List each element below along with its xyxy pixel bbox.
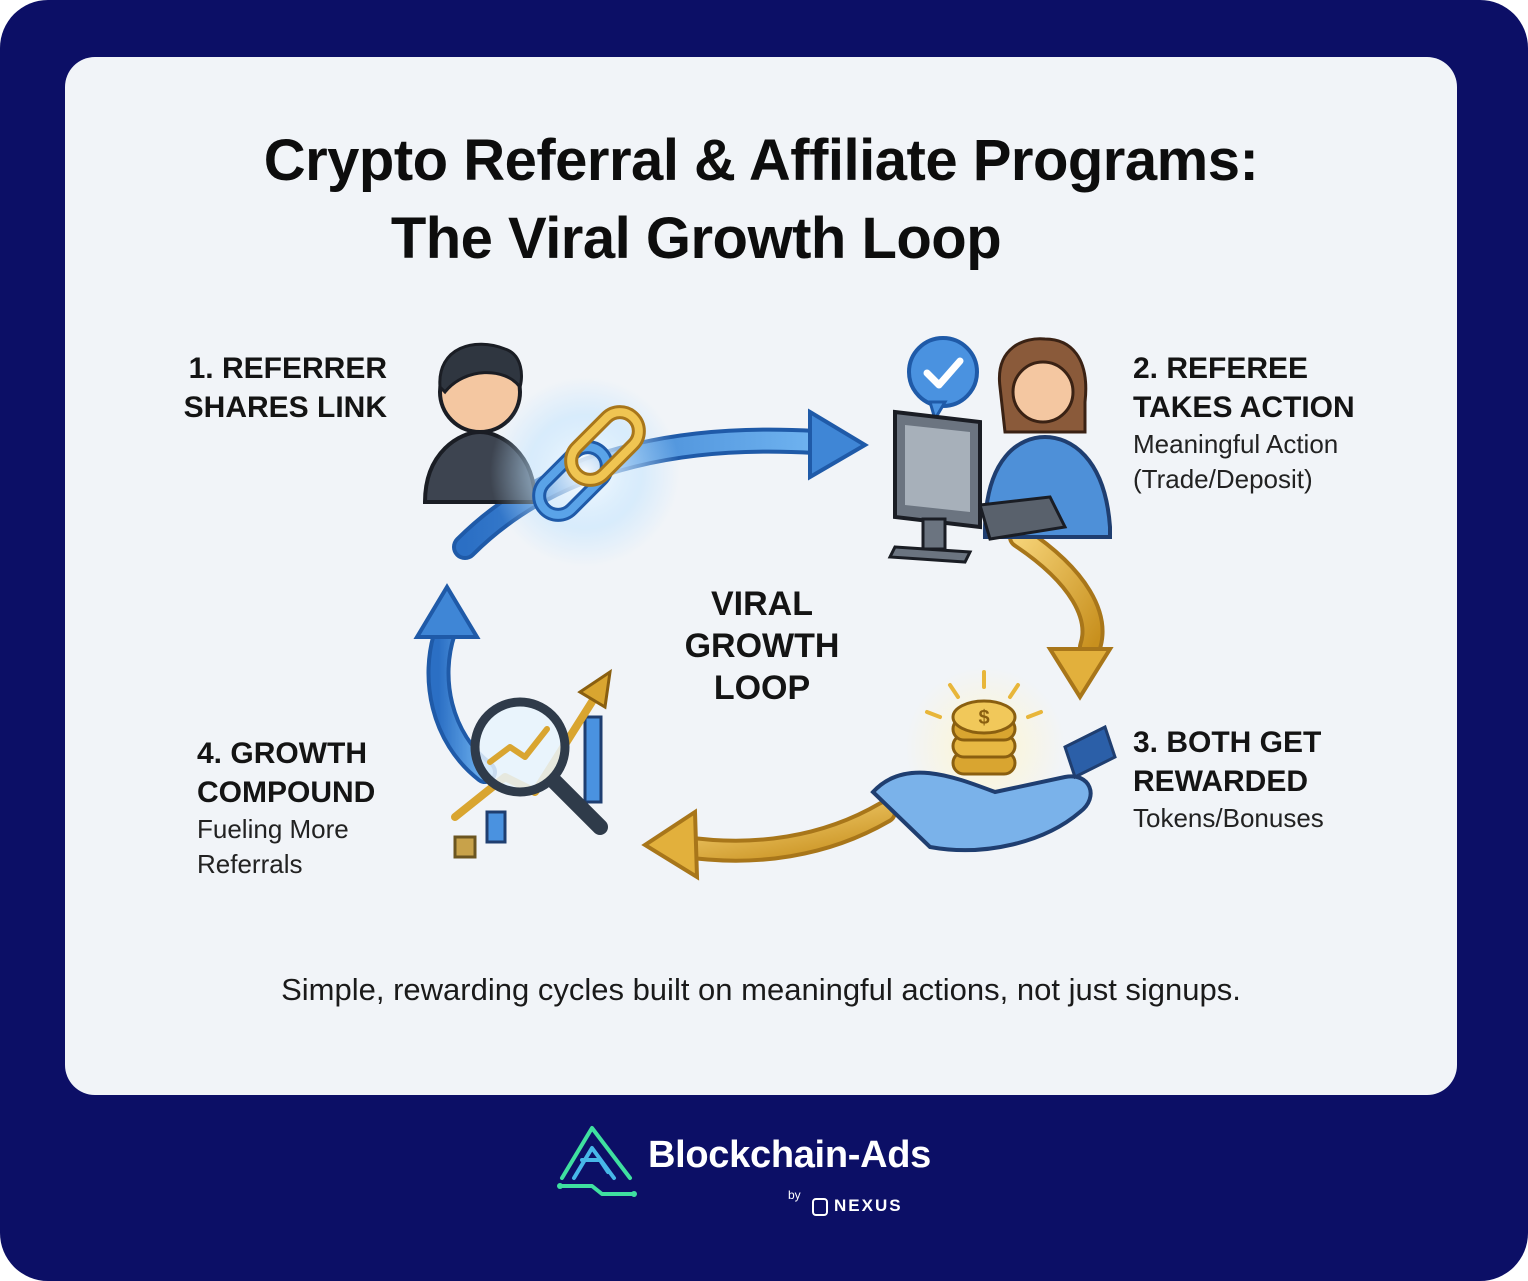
title-line-1: Crypto Referral & Affiliate Programs: — [263, 128, 1259, 193]
step-2-desc-line-1: Meaningful Action — [1133, 429, 1339, 459]
step-4-head-line-2: COMPOUND — [197, 776, 376, 809]
nexus-mark-icon — [812, 1198, 828, 1216]
chain-link-icon — [490, 377, 680, 567]
step-4-head-line-1: 4. GROWTH — [197, 737, 367, 770]
center-label-line-1: VIRAL — [711, 585, 813, 623]
svg-text:$: $ — [978, 707, 989, 729]
center-label-line-2: GROWTH — [684, 627, 840, 665]
step-1-head-line-2: SHARES LINK — [183, 391, 387, 424]
step-2-desc-line-2: (Trade/Deposit) — [1133, 464, 1313, 494]
step-2-head-line-1: 2. REFEREE — [1133, 352, 1309, 385]
checkmark-bubble-icon — [907, 336, 979, 423]
step-1: 1. REFERRER SHARES LINK — [175, 349, 387, 427]
arrow-bottom-gold — [641, 800, 897, 881]
center-label-line-3: LOOP — [713, 669, 811, 707]
logo-mark-icon — [557, 1126, 637, 1197]
step-4-desc-line-1: Fueling More — [197, 814, 349, 844]
step-2: 2. REFEREE TAKES ACTION Meaningful Actio… — [1133, 349, 1355, 497]
center-label: VIRAL GROWTH LOOP — [637, 583, 887, 709]
coins-in-hand-icon: $ — [870, 667, 1117, 853]
arrow-right-gold — [1008, 525, 1114, 701]
step-3-head-line-1: 3. BOTH GET — [1133, 726, 1322, 759]
step-4-desc-line-2: Referrals — [197, 849, 303, 879]
step-3-head-line-2: REWARDED — [1133, 765, 1309, 798]
brand-by: by — [788, 1188, 801, 1202]
caption: Simple, rewarding cycles built on meanin… — [281, 972, 1241, 1007]
brand-logo: Blockchain-Ads by NEXUS — [552, 1118, 972, 1222]
loop-diagram: $ — [413, 336, 1117, 881]
brand-parent: NEXUS — [834, 1196, 903, 1215]
arrow-left-blue — [413, 583, 497, 784]
infographic-card: Crypto Referral & Affiliate Programs: Th… — [65, 57, 1457, 1095]
step-4: 4. GROWTH COMPOUND Fueling More Referral… — [197, 734, 375, 882]
magnifier-chart-icon — [451, 668, 612, 859]
step-3-desc-line-1: Tokens/Bonuses — [1133, 803, 1324, 833]
brand-name: Blockchain-Ads — [648, 1134, 931, 1176]
step-2-head-line-2: TAKES ACTION — [1133, 391, 1355, 424]
woman-at-computer-icon — [887, 337, 1112, 564]
step-3: 3. BOTH GET REWARDED Tokens/Bonuses — [1133, 723, 1324, 836]
title-line-2: The Viral Growth Loop — [390, 206, 1002, 271]
step-1-head-line-1: 1. REFERRER — [188, 352, 387, 385]
